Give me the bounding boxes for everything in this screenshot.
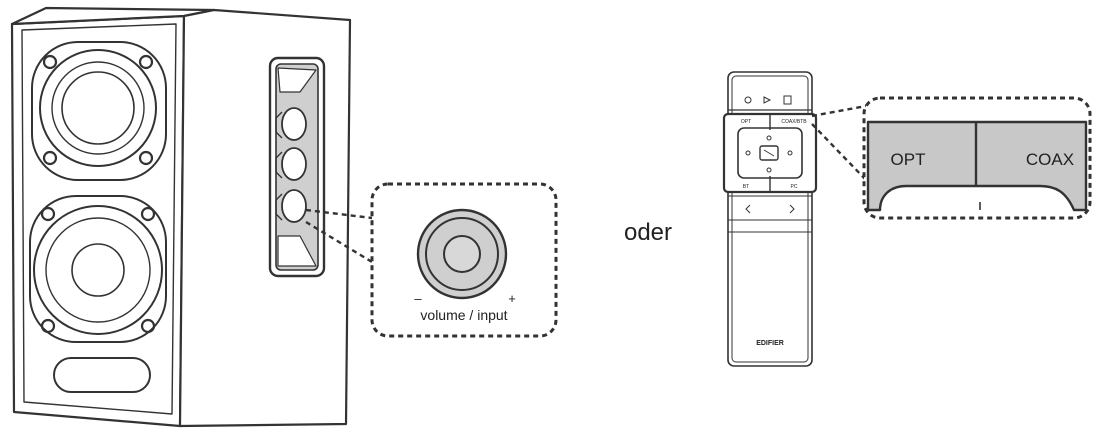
- remote-control: OPT COAX/BTB BT PC EDIFIER: [722, 71, 818, 367]
- input-buttons-callout: OPT COAX: [862, 96, 1092, 220]
- speaker-callout-connector: [305, 208, 373, 264]
- remote-center-button: [759, 145, 779, 161]
- remote-brand-logo: EDIFIER: [756, 340, 784, 347]
- coax-button-label: COAX: [1026, 150, 1074, 169]
- side-control-panel: [268, 56, 326, 278]
- side-knob-top: [275, 107, 307, 141]
- oder-separator: oder: [624, 219, 672, 246]
- side-knob-middle: [275, 147, 307, 181]
- remote-label-bt: BT: [743, 184, 749, 190]
- remote-top-icons: [744, 95, 792, 105]
- opt-button-label: OPT: [891, 150, 926, 169]
- volume-input-callout: – + volume / input: [370, 182, 558, 338]
- knob-label: volume / input: [420, 307, 507, 323]
- knob-minus-sign: –: [414, 291, 422, 306]
- coax-button-callout: COAX: [1026, 150, 1074, 169]
- bass-port: [53, 357, 151, 393]
- remote-label-pc: PC: [791, 184, 798, 190]
- side-knob-volume: [275, 189, 307, 223]
- remote-callout-connector: [811, 104, 867, 181]
- volume-input-knob: [416, 208, 508, 300]
- bookshelf-speaker: [10, 6, 352, 428]
- remote-label-coax: COAX/BTB: [781, 119, 807, 125]
- tweeter-driver: [31, 41, 167, 181]
- woofer-driver: [29, 195, 167, 343]
- remote-label-opt: OPT: [741, 119, 751, 125]
- opt-button-callout: OPT: [891, 150, 926, 169]
- knob-plus-sign: +: [508, 291, 516, 306]
